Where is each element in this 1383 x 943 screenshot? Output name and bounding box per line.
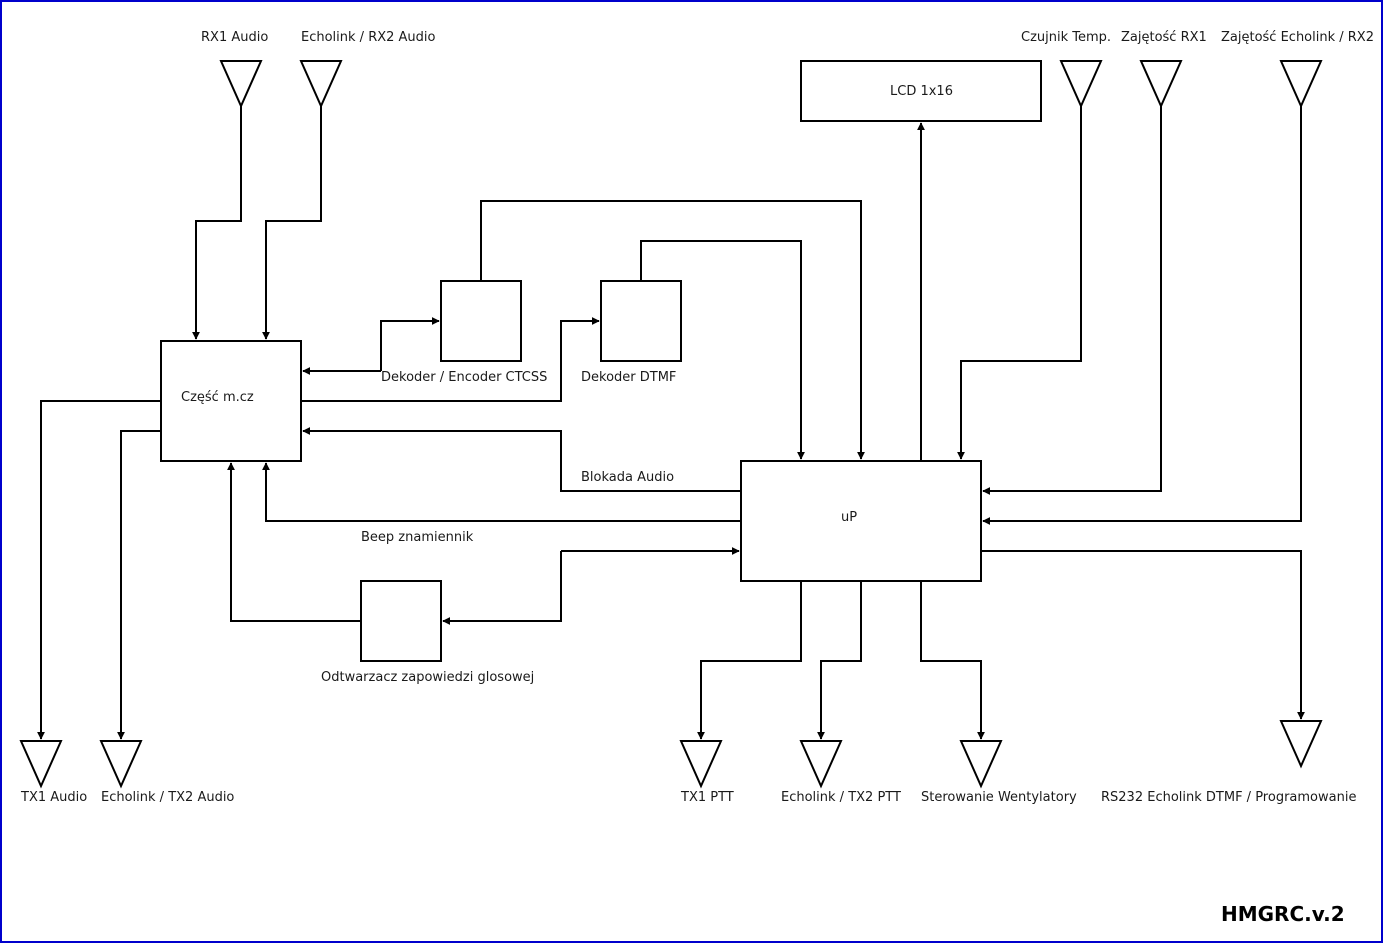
up-to-fans-wire — [920, 581, 985, 740]
lcd-block — [800, 60, 1042, 122]
tx1-ptt-label: TX1 PTT — [680, 790, 734, 805]
up-to-player-wire — [442, 551, 562, 625]
dtmf-label: Dekoder DTMF — [581, 370, 676, 385]
audio-part-label: Część m.cz — [181, 390, 254, 405]
temp-sensor-terminal — [1059, 60, 1103, 109]
up-to-rs232-wire — [981, 550, 1305, 720]
beep-label: Beep znamiennik — [361, 530, 474, 545]
tx1-audio-label: TX1 Audio — [20, 790, 87, 805]
busy-echolink-rx2-label: Zajętość Echolink / RX2 — [1221, 30, 1374, 45]
echolink-tx2-audio-terminal — [99, 740, 143, 789]
audio-to-dtmf-wire — [301, 317, 600, 402]
rs232-label: RS232 Echolink DTMF / Programowanie — [1101, 790, 1356, 805]
echolink-rx2-audio-label: Echolink / RX2 Audio — [301, 30, 436, 45]
echolink-tx2-audio-label: Echolink / TX2 Audio — [101, 790, 234, 805]
rx1-audio-terminal — [219, 60, 263, 109]
ctcss-to-up-wire — [480, 200, 865, 460]
echolink-tx2-ptt-label: Echolink / TX2 PTT — [781, 790, 901, 805]
dtmf-block — [600, 280, 682, 362]
voice-player-block — [360, 580, 442, 662]
audio-to-tx1-wire — [37, 400, 161, 740]
echolink-tx2-ptt-terminal — [799, 740, 843, 789]
rx2-to-audio-wire — [262, 106, 322, 340]
echolink-rx2-audio-terminal — [299, 60, 343, 109]
busy-rx1-label: Zajętość RX1 — [1121, 30, 1207, 45]
up-label: uP — [841, 510, 857, 525]
temp-to-up-wire — [957, 106, 1082, 460]
busy-echolink-rx2-terminal — [1279, 60, 1323, 109]
busy-rx1-to-up-wire — [982, 106, 1162, 495]
fans-terminal — [959, 740, 1003, 789]
busy-rx1-terminal — [1139, 60, 1183, 109]
temp-sensor-label: Czujnik Temp. — [1021, 30, 1111, 45]
beep-wire — [262, 462, 741, 522]
lcd-label: LCD 1x16 — [890, 84, 953, 99]
up-to-tx2-ptt-wire — [817, 581, 862, 740]
dtmf-to-up-wire — [640, 240, 805, 460]
ctcss-label: Dekoder / Encoder CTCSS — [381, 370, 547, 385]
tx1-audio-terminal — [19, 740, 63, 789]
audio-part-block — [160, 340, 302, 462]
rs232-terminal — [1279, 720, 1323, 769]
audio-to-tx2-wire — [117, 430, 161, 740]
audio-block-wire — [302, 427, 741, 492]
rx1-to-audio-wire — [192, 106, 242, 340]
player-to-audio-wire — [227, 462, 361, 622]
up-to-tx1-ptt-wire — [697, 581, 802, 740]
fans-label: Sterowanie Wentylatory — [921, 790, 1077, 805]
audio-block-label: Blokada Audio — [581, 470, 674, 485]
tx1-ptt-terminal — [679, 740, 723, 789]
diagram-title: HMGRC.v.2 — [1221, 902, 1345, 926]
up-block — [740, 460, 982, 582]
audio-to-ctcss-wire — [380, 317, 440, 371]
rx1-audio-label: RX1 Audio — [201, 30, 268, 45]
ctcss-block — [440, 280, 522, 362]
voice-player-label: Odtwarzacz zapowiedzi glosowej — [321, 670, 534, 685]
busy-rx2-to-up-wire — [982, 106, 1302, 525]
